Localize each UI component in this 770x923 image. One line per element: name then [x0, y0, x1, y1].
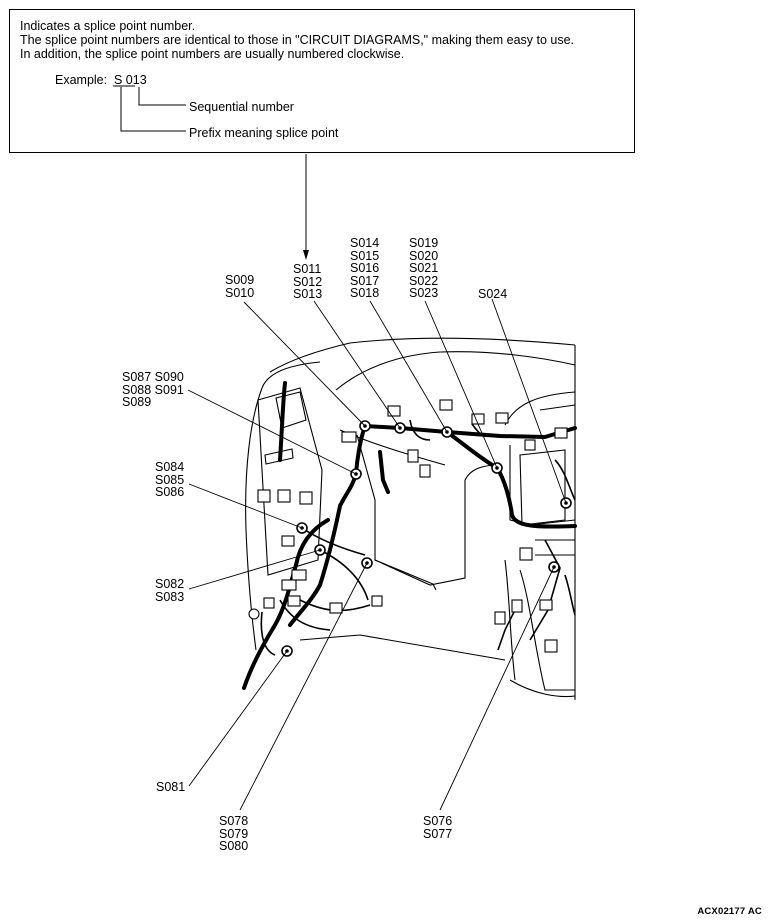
connectors — [248, 399, 568, 653]
connector — [495, 412, 509, 424]
legend-box: Indicates a splice point number. The spl… — [9, 9, 635, 153]
connector — [471, 413, 485, 425]
label-s024: S024 — [478, 287, 508, 301]
connector — [511, 599, 523, 613]
connector — [281, 579, 297, 591]
connector — [439, 399, 453, 411]
connector — [387, 405, 401, 417]
connector — [291, 569, 307, 581]
connector — [419, 464, 431, 478]
ground-terminal — [248, 608, 260, 620]
leader-lines — [187, 298, 567, 811]
label-s011: S011 S012 S013 — [293, 262, 323, 301]
connector — [299, 491, 313, 505]
label-s076: S076 S077 — [423, 814, 453, 841]
connector — [524, 439, 536, 451]
connector — [329, 602, 343, 614]
sequential-number-label: Sequential number — [189, 100, 294, 114]
connector — [277, 489, 291, 503]
legend-line-1: Indicates a splice point number. — [20, 19, 196, 33]
connector — [407, 449, 419, 463]
splice-point-centers — [285, 424, 568, 653]
label-s081: S081 — [156, 780, 186, 794]
connector — [341, 431, 357, 443]
connector — [371, 595, 383, 607]
connector — [544, 639, 558, 653]
connector — [287, 595, 301, 607]
label-s078: S078 S079 S080 — [219, 814, 249, 853]
connector — [494, 611, 506, 625]
label-s009: S009 S010 — [225, 273, 255, 300]
label-s087: S087 S090 S088 S091 S089 — [122, 370, 184, 409]
legend-pointer-arrow — [303, 154, 309, 260]
label-s019: S019 S020 S021 S022 S023 — [409, 236, 439, 300]
label-s084: S084 S085 S086 — [155, 460, 185, 499]
label-s014: S014 S015 S016 S017 S018 — [350, 236, 380, 300]
connector — [554, 427, 568, 439]
figure-id: ACX02177 AC — [697, 906, 762, 917]
splice-points — [281, 420, 572, 657]
example-code: S 013 — [114, 73, 147, 87]
connector — [539, 599, 553, 611]
example-label: Example: — [55, 73, 108, 87]
prefix-label: Prefix meaning splice point — [189, 126, 339, 140]
example-callout-lines — [113, 85, 186, 132]
connector — [281, 535, 295, 547]
connector — [263, 597, 275, 609]
legend-line-2: The splice point numbers are identical t… — [20, 33, 575, 47]
label-s082: S082 S083 — [155, 577, 185, 604]
dashboard-outline — [245, 337, 576, 700]
connector — [257, 489, 271, 503]
connector — [519, 547, 533, 561]
legend-line-3: In addition, the splice point numbers ar… — [20, 47, 405, 61]
